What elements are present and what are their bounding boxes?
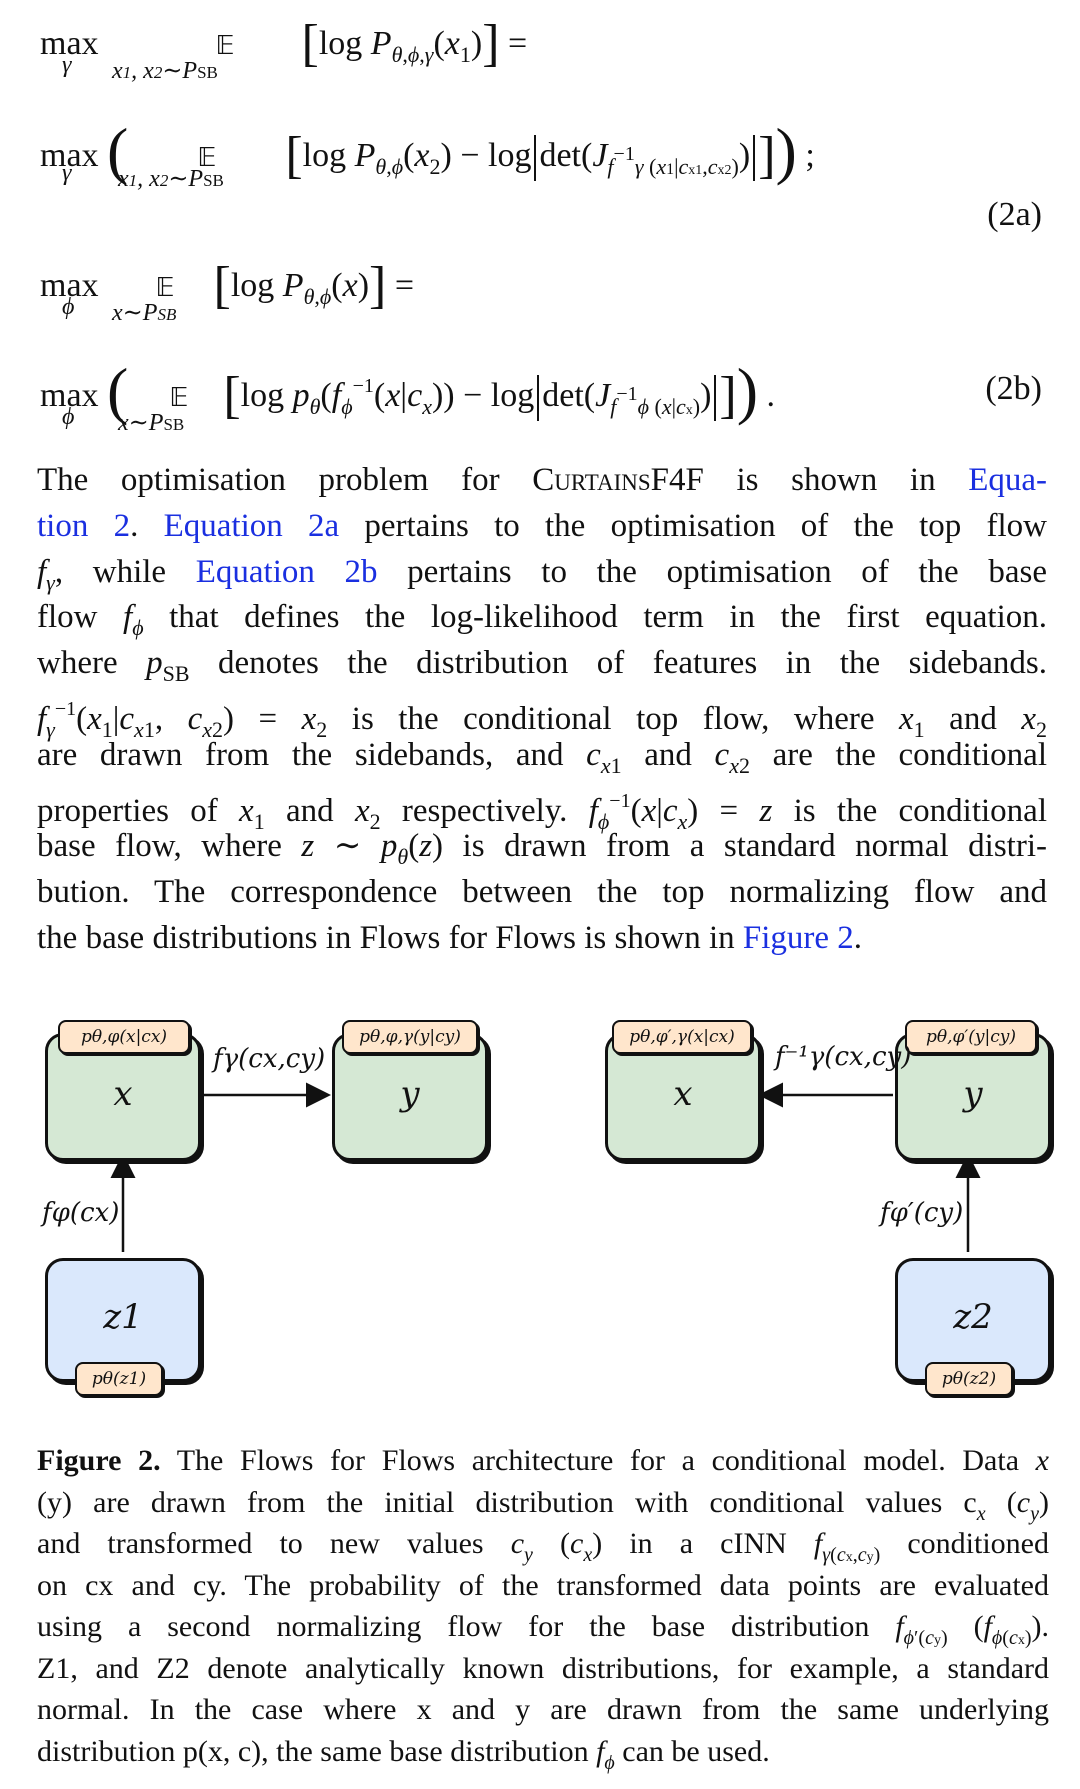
right-node-z2: z2 [895, 1258, 1051, 1382]
left-node-z1-label: z1 [103, 1297, 143, 1337]
equation-2b-sub1: ϕ [62, 294, 75, 320]
right-tag-z2: pθ(z2) [925, 1362, 1013, 1396]
figure-2-link[interactable]: Figure 2 [742, 919, 854, 956]
paragraph-line-3: fγ, while Equation 2b pertains to the op… [37, 553, 1047, 595]
caption-line-8: distribution p(x, c), the same base dist… [37, 1734, 770, 1774]
right-node-z2-label: z2 [953, 1297, 993, 1337]
equation-2a-sub4: x1, x2∼PSB [118, 166, 224, 192]
paragraph-line-1: The optimisation problem for CurtainsF4F… [37, 462, 1047, 498]
equation-2a-line1: max 𝔼 [log Pθ,ϕ,γ(x1)] = [40, 15, 528, 72]
equation-2b-number: (2b) [985, 370, 1042, 407]
equation-2-link[interactable]: Equa- [968, 462, 1047, 498]
figure-caption: Figure 2. The Flows for Flows architectu… [37, 1440, 1050, 1774]
equation-2a-sub3: γ [62, 160, 72, 186]
diagram-arrows [110, 1082, 981, 1252]
right-edge-top-label: f⁻¹γ(cx,cy) [775, 1042, 912, 1072]
paragraph-line-5: where pSB denotes the distribution of fe… [37, 645, 1047, 687]
caption-line-1: Figure 2. The Flows for Flows architectu… [37, 1444, 1049, 1477]
paragraph-line-6: fγ−1(x1|cx1, cx2) = x2 is the conditiona… [37, 697, 1047, 742]
right-tag-x: pθ,φ′,γ(x|cx) [612, 1020, 752, 1054]
caption-line-4: on cx and cy. The probability of the tra… [37, 1568, 1049, 1602]
caption-line-2: (y) are drawn from the initial distribut… [37, 1485, 1049, 1525]
left-tag-x: pθ,φ(x|cx) [58, 1020, 190, 1054]
paragraph-line-7: are drawn from the sidebands, and cx1 an… [37, 736, 1047, 778]
left-edge-side-label: fφ(cx) [42, 1198, 120, 1228]
left-edge-top-label: fγ(cx,cy) [213, 1044, 326, 1074]
right-node-x-label: x [673, 1074, 693, 1114]
equation-2a-sub1: γ [62, 52, 72, 78]
equation-2b-sub3: ϕ [62, 404, 75, 430]
equation-2b-sub4: x∼PSB [118, 410, 185, 436]
equation-2a-link[interactable]: Equation 2a [163, 507, 340, 544]
left-node-y-label: y [400, 1074, 420, 1114]
caption-line-6: Z1, and Z2 denote analytically known dis… [37, 1651, 1049, 1685]
caption-line-3: and transformed to new values cy (cx) in… [37, 1527, 1049, 1566]
equation-2b-line1: max 𝔼 [log Pθ,ϕ(x)] = [40, 257, 415, 314]
caption-label: Figure 2. [37, 1444, 161, 1477]
paragraph-line-8: properties of x1 and x2 respectively. fϕ… [37, 789, 1047, 834]
equation-2a-number: (2a) [987, 196, 1042, 233]
paragraph-line-9: base flow, where z ∼ pθ(z) is drawn from… [37, 828, 1047, 870]
left-node-x-label: x [113, 1074, 133, 1114]
equation-2a-sub2: x1, x2∼PSB [112, 58, 218, 84]
left-tag-z1: pθ(z1) [75, 1362, 163, 1396]
equation-2b-sub2: x∼PSB [112, 300, 177, 326]
equation-2-link-cont[interactable]: tion 2 [37, 507, 131, 544]
right-node-y-label: y [963, 1074, 983, 1114]
figure-2-diagram: x pθ,φ(x|cx) y pθ,φ,γ(y|cy) fγ(cx,cy) fφ… [0, 1000, 1080, 1420]
equation-2b-link[interactable]: Equation 2b [195, 553, 378, 590]
body-paragraph: The optimisation problem for CurtainsF4F… [37, 458, 1047, 962]
right-node-y: y [895, 1033, 1051, 1161]
caption-line-5: using a second normalizing flow for the … [37, 1610, 1050, 1649]
paragraph-line-2: tion 2. Equation 2a pertains to the opti… [37, 507, 1048, 544]
paragraph-line-11: the base distributions in Flows for Flow… [37, 919, 863, 956]
right-edge-side-label: fφ′(cy) [880, 1198, 964, 1228]
left-node-y: y [332, 1033, 488, 1161]
left-tag-y: pθ,φ,γ(y|cy) [342, 1020, 478, 1054]
paragraph-line-4: flow fϕ that defines the log-likelihood … [37, 599, 1047, 641]
paragraph-line-10: bution. The correspondence between the t… [37, 874, 1047, 911]
caption-line-7: normal. In the case where x and y are dr… [37, 1693, 1049, 1726]
right-tag-y: pθ,φ′(y|cy) [905, 1020, 1037, 1054]
